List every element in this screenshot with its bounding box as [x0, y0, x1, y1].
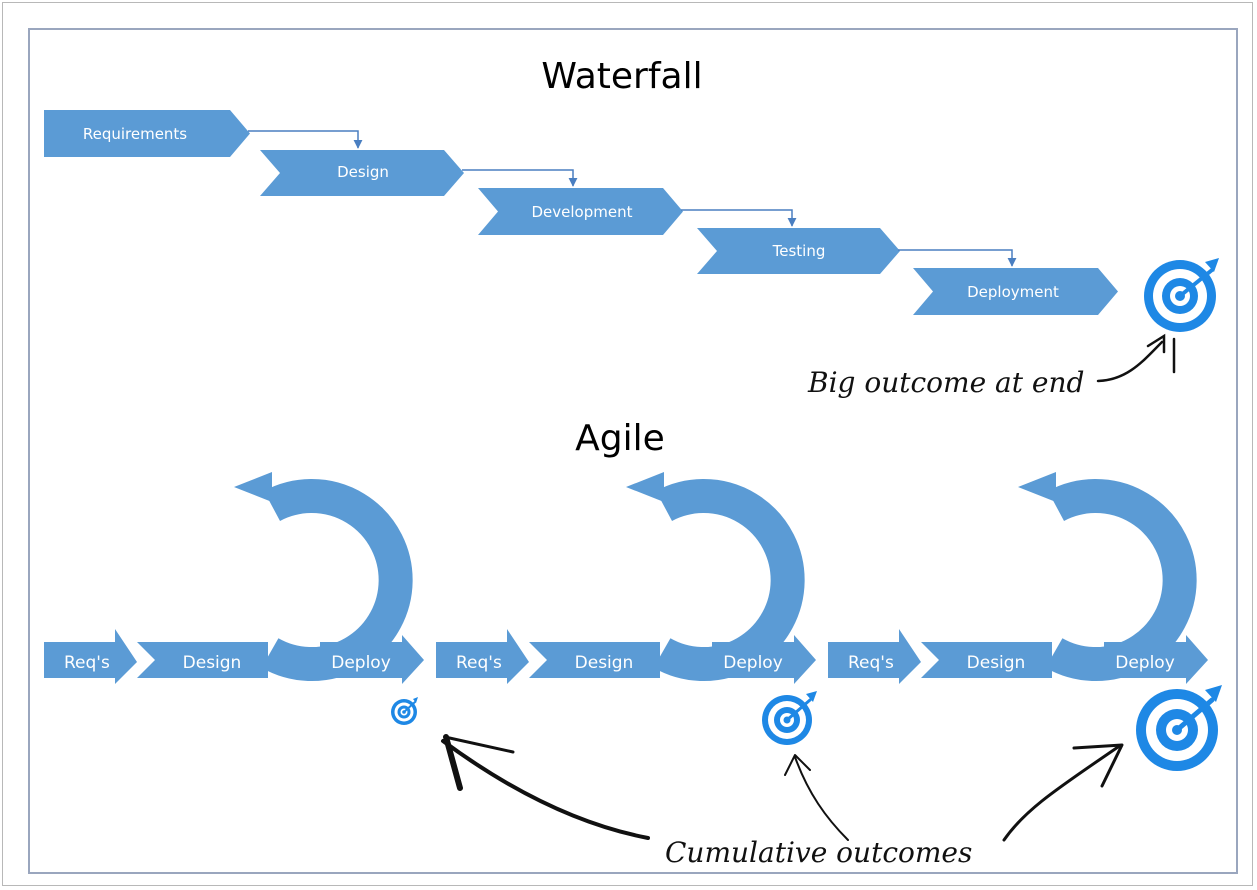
stage-shape — [913, 268, 1118, 315]
cumulative-arrows — [441, 734, 1124, 842]
cycle-arrowhead — [234, 472, 272, 502]
agile-iteration-1: Req's Design Deploy Test Develop — [44, 472, 424, 725]
stage-label: Requirements — [83, 125, 187, 143]
design-arrow — [137, 642, 268, 678]
hand-drawn-arrow — [1096, 333, 1176, 383]
design-arrow — [529, 642, 660, 678]
hand-drawn-arrow — [441, 734, 650, 840]
target-icon — [1144, 258, 1219, 332]
develop-label: Develop — [1099, 555, 1119, 625]
req-label: Req's — [848, 653, 894, 673]
deploy-arrow — [712, 635, 816, 684]
stage-shape — [44, 110, 250, 157]
req-label: Req's — [64, 653, 110, 673]
cycle-arrowhead — [626, 472, 664, 502]
waterfall-stage-requirements: Requirements — [44, 110, 250, 157]
agile-title: Agile — [575, 418, 665, 459]
deploy-label: Deploy — [1115, 653, 1175, 673]
agile-iteration-3: Req's Design Deploy Test Develop — [828, 472, 1222, 771]
waterfall-stage-design: Design — [260, 150, 464, 196]
waterfall-section: Waterfall Requirements Design Developmen… — [44, 56, 1219, 399]
req-label: Req's — [456, 653, 502, 673]
stage-shape — [260, 150, 464, 196]
design-arrow — [921, 642, 1052, 678]
stage-label: Development — [532, 203, 633, 221]
agile-iteration-2: Req's Design Deploy Test Develop — [436, 472, 817, 745]
deploy-label: Deploy — [723, 653, 783, 673]
diagram-border — [28, 28, 1238, 874]
waterfall-stage-development: Development — [478, 188, 683, 235]
hand-drawn-arrow — [1002, 743, 1124, 842]
req-arrow — [44, 629, 137, 684]
deploy-label: Deploy — [331, 653, 391, 673]
target-icon — [391, 697, 418, 725]
hand-drawn-arrow — [784, 754, 849, 841]
waterfall-title: Waterfall — [541, 56, 702, 97]
test-label: Test — [945, 561, 965, 596]
req-arrow — [436, 629, 529, 684]
test-label: Test — [553, 561, 573, 596]
develop-label: Develop — [315, 555, 335, 625]
connector-arrow — [248, 130, 363, 149]
waterfall-stage-deployment: Deployment — [913, 268, 1118, 315]
connector-arrow — [898, 249, 1017, 267]
connector-arrow — [462, 169, 578, 187]
design-label: Design — [967, 653, 1026, 673]
develop-label: Develop — [707, 555, 727, 625]
waterfall-connectors — [248, 130, 1017, 267]
stage-shape — [478, 188, 683, 235]
waterfall-stage-testing: Testing — [697, 228, 900, 274]
target-icon — [1136, 685, 1222, 771]
cumulative-outcomes-note: Cumulative outcomes — [665, 836, 972, 869]
connector-arrow — [681, 209, 797, 227]
target-icon — [762, 691, 817, 745]
big-outcome-note: Big outcome at end — [807, 366, 1084, 399]
design-label: Design — [575, 653, 634, 673]
agile-section: Agile Req's Design Deploy Test Develop — [44, 418, 1222, 869]
test-label: Test — [161, 561, 181, 596]
stage-label: Testing — [772, 242, 826, 260]
design-label: Design — [183, 653, 242, 673]
deploy-arrow — [320, 635, 424, 684]
deploy-arrow — [1104, 635, 1208, 684]
cycle-arrowhead — [1018, 472, 1056, 502]
stage-shape — [697, 228, 900, 274]
stage-label: Design — [337, 163, 389, 181]
req-arrow — [828, 629, 921, 684]
stage-label: Deployment — [967, 283, 1059, 301]
